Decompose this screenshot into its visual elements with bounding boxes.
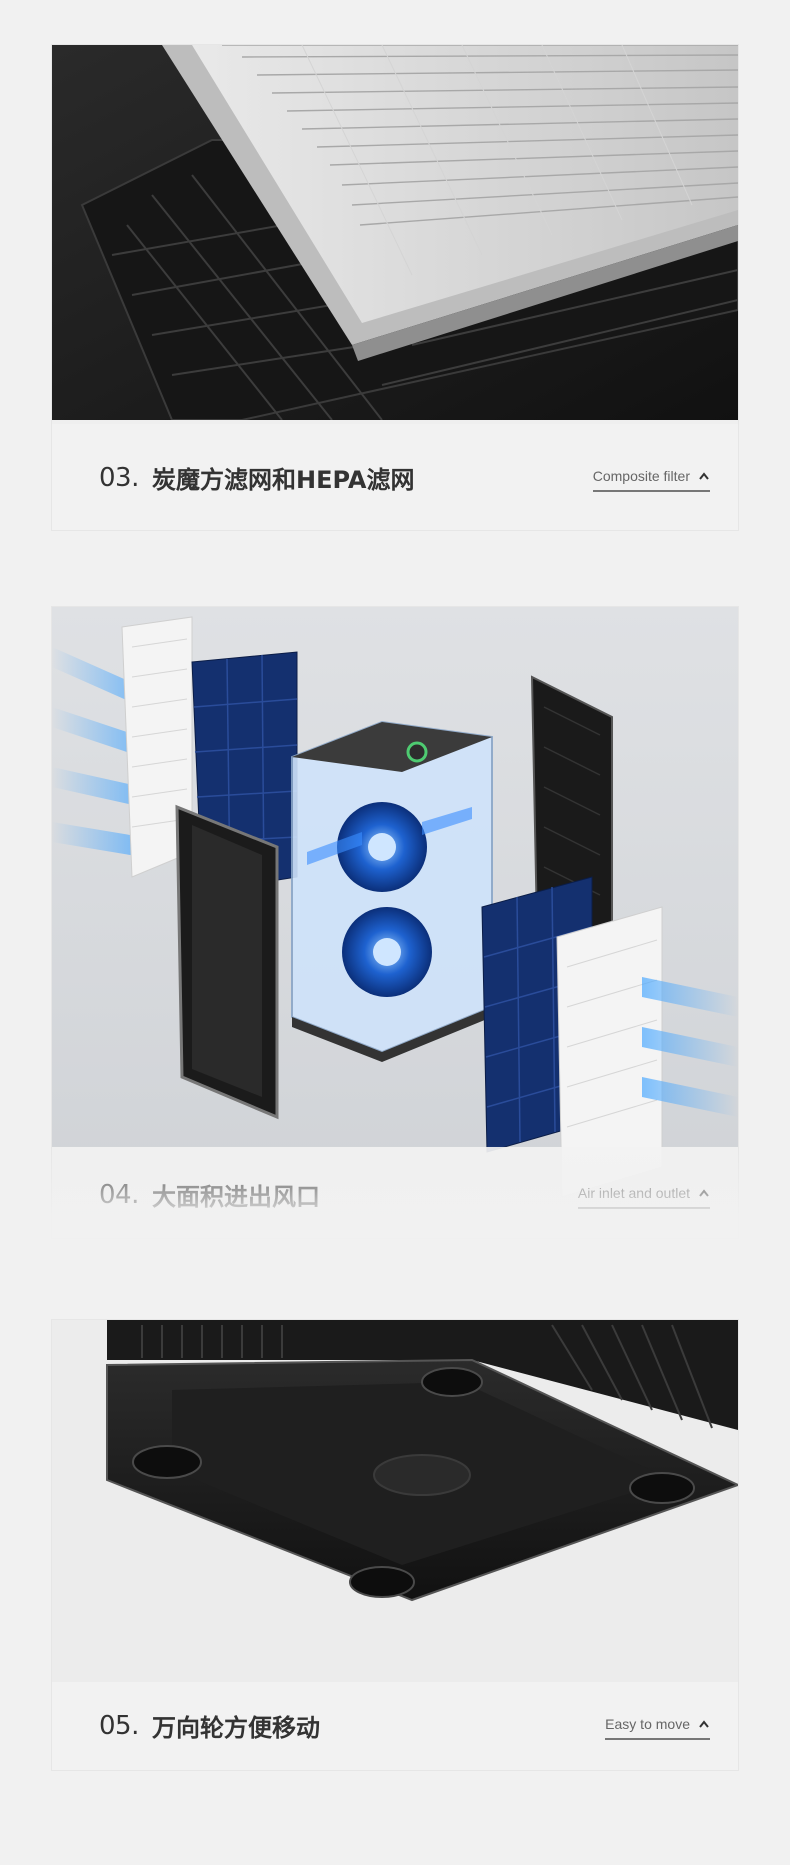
section-caption: 03. 炭魔方滤网和HEPA滤网 Composite filter: [52, 424, 738, 530]
section-number: 03.: [99, 463, 139, 493]
section-number: 05.: [99, 1711, 139, 1741]
air-inlet-outlet-toggle[interactable]: Air inlet and outlet: [577, 1185, 710, 1209]
section-number: 04.: [99, 1180, 139, 1210]
section-subtitle: Easy to move: [605, 1716, 690, 1732]
easy-to-move-toggle[interactable]: Easy to move: [605, 1716, 710, 1740]
section-title: 炭魔方滤网和HEPA滤网: [152, 466, 415, 494]
caster-wheels-image: [52, 1320, 738, 1682]
section-caption: 04. 大面积进出风口 Air inlet and outlet: [52, 1147, 738, 1238]
section-title: 万向轮方便移动: [152, 1714, 320, 1742]
section-subtitle: Air inlet and outlet: [577, 1185, 690, 1201]
chevron-up-icon: [699, 1720, 709, 1728]
section-title: 大面积进出风口: [152, 1183, 320, 1211]
chevron-up-icon: [699, 472, 709, 480]
section-caption: 05. 万向轮方便移动 Easy to move: [52, 1682, 738, 1770]
section-card-composite-filter: 03. 炭魔方滤网和HEPA滤网 Composite filter: [52, 45, 738, 530]
section-card-air-inlet-outlet: 04. 大面积进出风口 Air inlet and outlet: [52, 607, 738, 1238]
filter-closeup-image: [52, 45, 738, 420]
chevron-up-icon: [699, 1189, 709, 1197]
exploded-air-purifier-image: [52, 607, 738, 1238]
section-subtitle: Composite filter: [592, 468, 690, 484]
section-card-easy-to-move: 05. 万向轮方便移动 Easy to move: [52, 1320, 738, 1770]
composite-filter-toggle[interactable]: Composite filter: [592, 468, 710, 492]
